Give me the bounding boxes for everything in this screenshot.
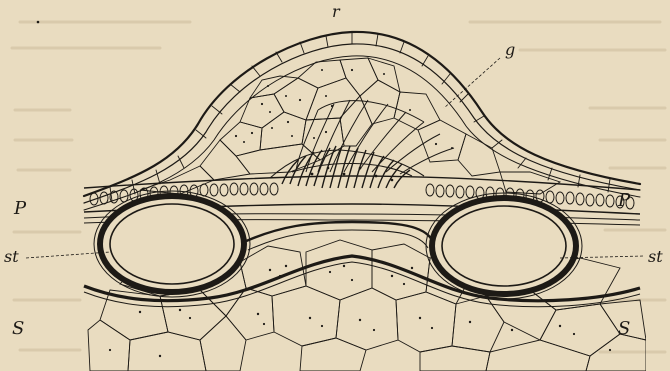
label-st-left: st <box>4 247 19 266</box>
ink-speck <box>37 21 40 24</box>
label-p-left: P <box>13 198 27 219</box>
label-s-right: S <box>618 318 630 339</box>
label-g: g <box>505 40 515 59</box>
label-s-left: S <box>12 318 24 339</box>
label-st-right: st <box>648 247 663 266</box>
label-r: r <box>332 2 341 21</box>
label-p-right: P <box>617 190 631 211</box>
